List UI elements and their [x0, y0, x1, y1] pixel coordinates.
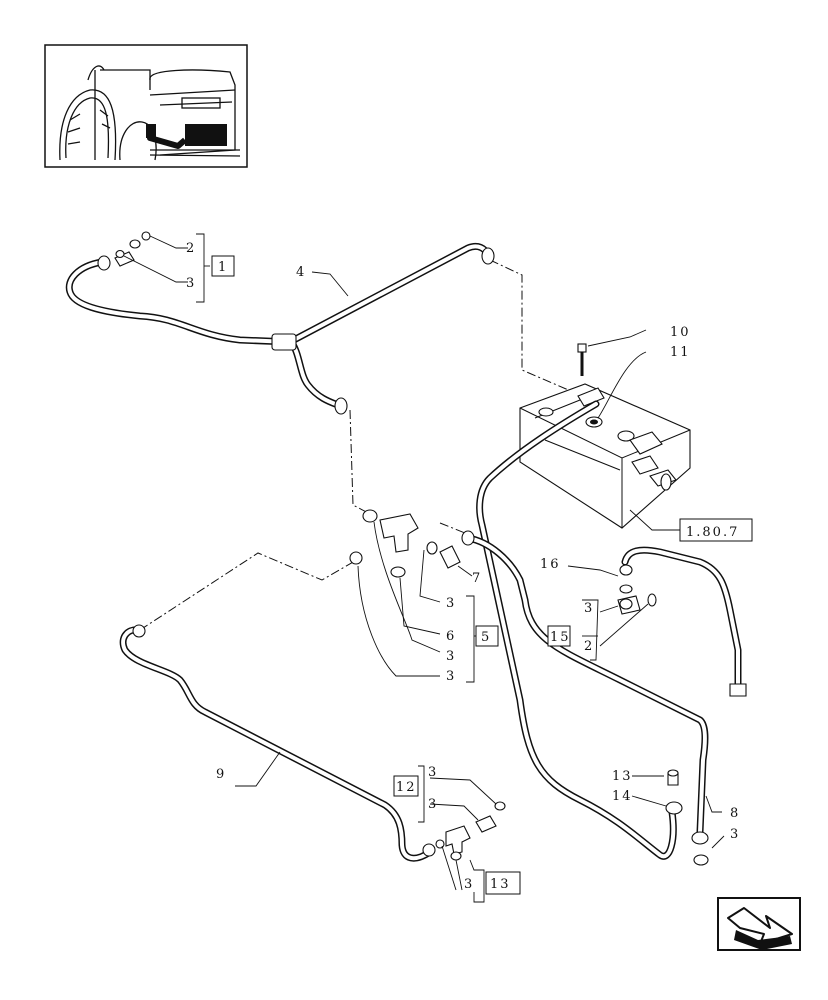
label-2-right: 2: [584, 639, 594, 654]
pipe-to-13: [476, 400, 683, 860]
label-9: 9: [216, 767, 226, 782]
label-3-left-a: 3: [428, 765, 438, 780]
label-4: 4: [296, 265, 306, 280]
pipe-9: [119, 624, 506, 862]
tee-fitting-group: [349, 509, 461, 578]
label-7: 7: [472, 571, 482, 586]
label-6: 6: [446, 629, 456, 644]
label-3-right-bottom: 3: [730, 827, 740, 842]
label-3-left-b: 3: [428, 797, 438, 812]
label-ref-1-80-7: 1.80.7: [686, 525, 739, 540]
label-3-bottom: 3: [464, 877, 474, 892]
label-13: 13: [612, 769, 633, 784]
reference-boxes: [211, 255, 753, 895]
label-3-center-c: 3: [446, 669, 456, 684]
label-12: 12: [396, 780, 417, 795]
fitting-1-group: [114, 231, 151, 267]
label-11: 11: [670, 345, 691, 360]
part-labels: 1 2 3 4 10 11 1.80.7 16 3 15 2 7 3 6 5 3…: [186, 241, 740, 892]
label-2-top: 2: [186, 241, 196, 256]
label-3-center-a: 3: [446, 596, 456, 611]
label-3-center-b: 3: [446, 649, 456, 664]
label-13-box: 13: [490, 877, 511, 892]
next-page-arrow-icon[interactable]: [717, 897, 801, 951]
pipe-4: [65, 231, 495, 415]
pipe-16: [617, 546, 747, 697]
label-10: 10: [670, 325, 691, 340]
label-14: 14: [612, 789, 633, 804]
label-15: 15: [550, 630, 571, 645]
valve-block: [519, 343, 691, 529]
label-5: 5: [481, 630, 491, 645]
label-16: 16: [540, 557, 561, 572]
leader-lines: [123, 233, 725, 903]
label-3-top: 3: [186, 276, 196, 291]
tractor-location-icon: [44, 44, 248, 168]
label-1: 1: [218, 260, 228, 275]
label-3-right: 3: [584, 601, 594, 616]
label-8: 8: [730, 806, 740, 821]
